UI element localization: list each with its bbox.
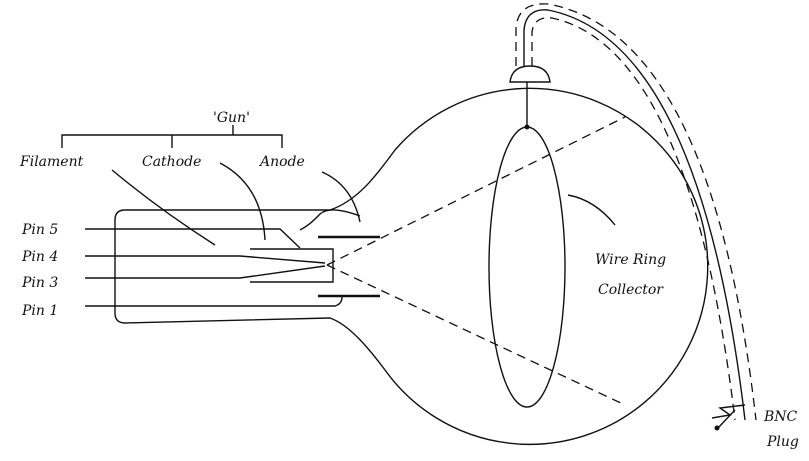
bnc-pin — [714, 425, 720, 431]
glass-bulb — [329, 87, 709, 446]
gun-label: 'Gun' — [213, 110, 250, 126]
tube-neck — [114, 209, 331, 324]
pin5-label: Pin 5 — [21, 222, 58, 238]
collector-label-1: Wire Ring — [595, 252, 666, 268]
bnc-plug — [711, 404, 746, 429]
cable — [523, 9, 746, 421]
gun-bracket — [61, 125, 283, 148]
collector-label-2: Collector — [598, 282, 664, 298]
pin4-label: Pin 4 — [21, 249, 58, 265]
wire-ring-collector — [488, 126, 566, 408]
anode-label: Anode — [258, 154, 305, 170]
pin1-label: Pin 1 — [21, 303, 58, 319]
bnc-label-1: BNC — [763, 409, 798, 425]
cable-shield — [531, 17, 736, 421]
filament-label: Filament — [19, 154, 84, 170]
bnc-label-2: Plug — [766, 434, 799, 450]
cable-shield-outer — [515, 3, 757, 421]
cathode-label: Cathode — [142, 154, 201, 170]
top-cap — [509, 65, 551, 83]
pin3-label: Pin 3 — [21, 275, 58, 291]
